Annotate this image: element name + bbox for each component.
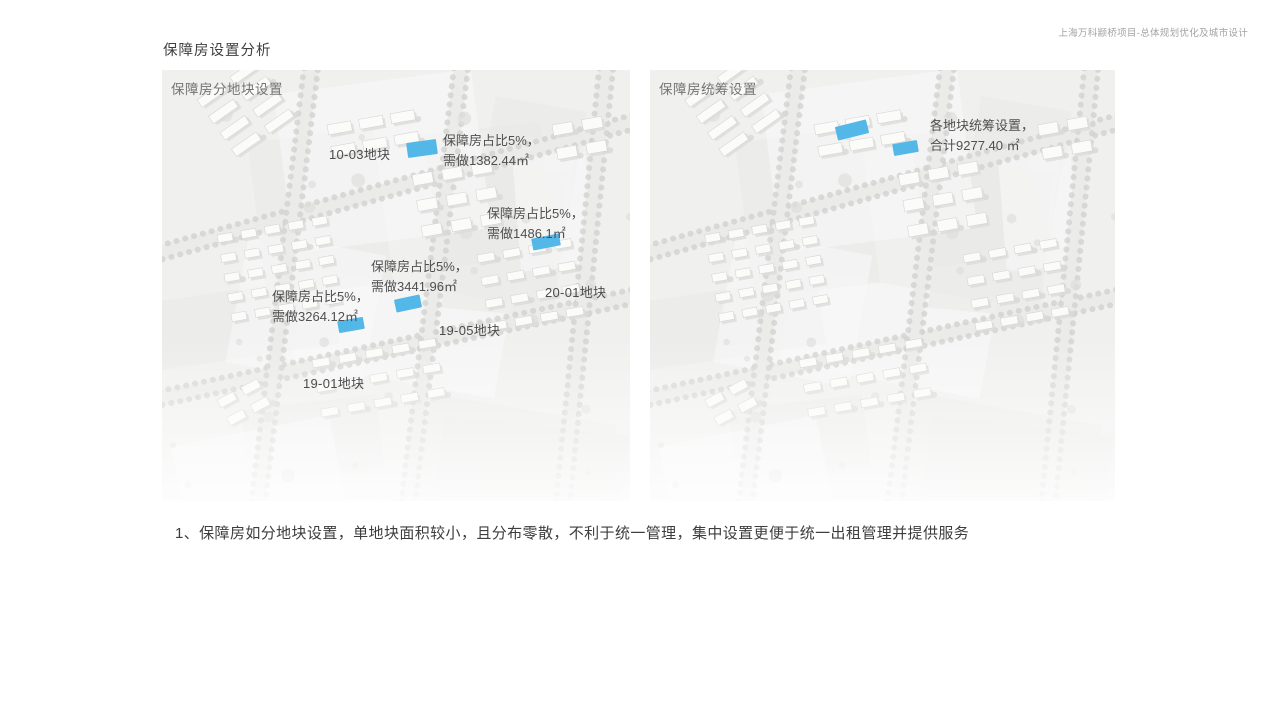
- parcel-label: 20-01地块: [545, 285, 607, 300]
- parcel-label: 10-03地块: [329, 147, 391, 162]
- map-note: 保障房占比5%， 需做3264.12㎡: [272, 289, 369, 324]
- panel-label: 保障房分地块设置: [171, 82, 283, 97]
- parcel-label: 19-01地块: [303, 376, 365, 391]
- map-note: 保障房占比5%， 需做1486.1㎡: [487, 206, 584, 241]
- map-note: 保障房占比5%， 需做1382.44㎡: [443, 133, 540, 168]
- panel-consolidated-placement: 保障房统筹设置 各地块统筹设置， 合计9277.40 ㎡: [650, 70, 1115, 501]
- conclusion-note: 1、保障房如分地块设置，单地块面积较小，且分布零散，不利于统一管理，集中设置更便…: [175, 525, 970, 542]
- panel-parcel-placement: 保障房分地块设置 保障房占比5%， 需做1382.44㎡ 保障房占比5%， 需做…: [162, 70, 630, 501]
- map-note: 保障房占比5%， 需做3441.96㎡: [371, 259, 468, 294]
- aerial-site-map: [650, 70, 1115, 501]
- aerial-site-map: [162, 70, 630, 501]
- page-title: 保障房设置分析: [163, 43, 272, 59]
- panel-label: 保障房统筹设置: [659, 82, 757, 97]
- map-note: 各地块统筹设置， 合计9277.40 ㎡: [930, 118, 1035, 153]
- project-title: 上海万科颛桥项目-总体规划优化及城市设计: [1058, 28, 1248, 39]
- parcel-label: 19-05地块: [439, 323, 501, 338]
